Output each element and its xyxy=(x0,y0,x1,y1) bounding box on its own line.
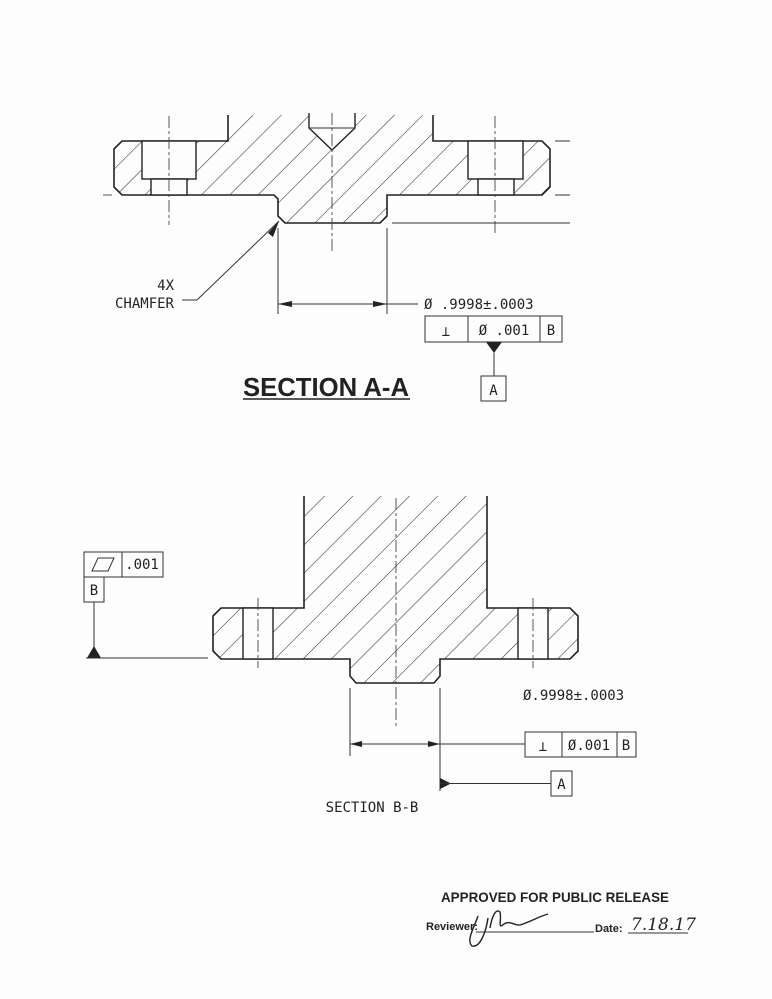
fcf-tolerance: Ø.001 xyxy=(568,738,610,754)
section-a-title: SECTION A-A xyxy=(243,372,409,402)
feature-control-frame: ⊥ Ø .001 B xyxy=(424,315,563,343)
perpendicularity-symbol: ⊥ xyxy=(539,739,547,755)
diameter-dimension: Ø.9998±.0003 xyxy=(523,688,624,704)
chamfer-count: 4X xyxy=(157,278,174,294)
diameter-dimension: Ø .9998±.0003 xyxy=(424,297,534,313)
right-bolt-hole xyxy=(477,178,515,196)
date-value: 7.18.17 xyxy=(631,915,696,935)
section-a-body xyxy=(113,115,551,224)
flatness-tolerance: .001 xyxy=(125,557,159,573)
chamfer-label: CHAMFER xyxy=(115,296,175,312)
fcf-tolerance: Ø .001 xyxy=(479,323,530,339)
feature-control-frame: ⊥ Ø.001 B xyxy=(524,731,637,758)
datum-a-box xyxy=(480,375,507,402)
section-a-a-view: Ø .9998±.0003 ⊥ Ø .001 B A 4X CHAMFER SE… xyxy=(103,113,570,402)
flatness-control-frame: .001 B xyxy=(83,551,164,603)
flatness-symbol-icon xyxy=(91,557,115,572)
right-counterbore xyxy=(467,140,524,180)
section-b-b-view: .001 B Ø.9998±.0003 ⊥ Ø.001 B A SECTION … xyxy=(83,496,637,816)
fcf-datum: B xyxy=(547,323,555,339)
datum-b-label: B xyxy=(90,583,98,599)
reviewer-signature xyxy=(469,910,549,947)
approval-text: APPROVED FOR PUBLIC RELEASE xyxy=(441,889,669,905)
section-b-body xyxy=(212,496,579,684)
datum-triangle xyxy=(486,342,502,353)
date-label: Date: xyxy=(595,923,623,935)
perpendicularity-symbol: ⊥ xyxy=(442,324,450,340)
approval-stamp: APPROVED FOR PUBLIC RELEASE Reviewer: Da… xyxy=(426,889,696,947)
datum-a-label: A xyxy=(557,777,566,793)
reviewer-label: Reviewer: xyxy=(426,921,478,933)
fcf-datum: B xyxy=(622,738,630,754)
datum-triangle xyxy=(87,646,101,658)
datum-a-box xyxy=(550,770,573,797)
section-b-title: SECTION B-B xyxy=(326,800,419,816)
datum-a-label: A xyxy=(489,383,498,399)
